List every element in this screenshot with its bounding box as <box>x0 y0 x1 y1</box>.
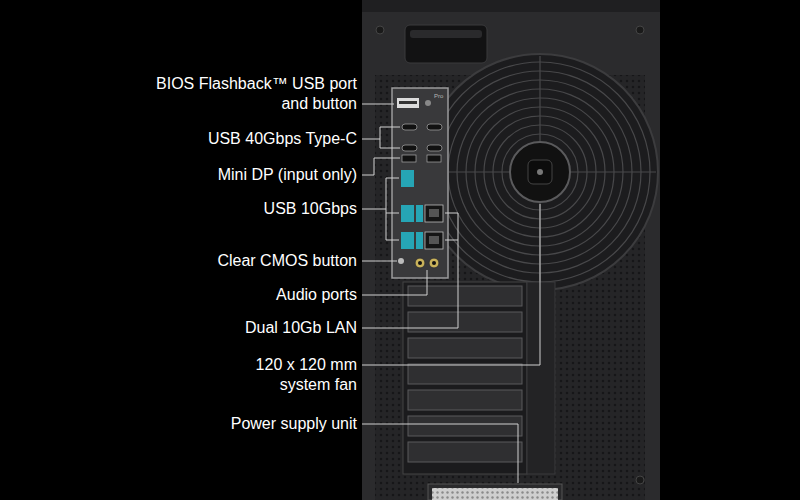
callout-label: Audio ports <box>137 285 357 305</box>
expansion-slots <box>403 282 555 474</box>
power-supply <box>428 484 562 500</box>
screw <box>636 476 644 484</box>
handle <box>405 25 487 63</box>
case-body <box>362 0 660 500</box>
screw <box>636 26 644 34</box>
callout-label: 120 x 120 mm system fan <box>239 355 357 395</box>
case-top <box>362 0 660 12</box>
callout-label: USB 10Gbps <box>137 199 357 219</box>
callout-label: Clear CMOS button <box>137 251 357 271</box>
callout-label: Dual 10Gb LAN <box>137 318 357 338</box>
callout-label: USB 40Gbps Type-C <box>137 129 357 149</box>
handle-highlight <box>410 30 482 38</box>
screw <box>376 26 384 34</box>
io-panel <box>392 88 448 278</box>
leader-lines <box>362 104 540 483</box>
panel-marking: Pro <box>434 93 443 100</box>
callout-label: Power supply unit <box>137 414 357 434</box>
callout-label: Mini DP (input only) <box>137 165 357 185</box>
callout-label: BIOS Flashback™ USB port and button <box>142 74 357 114</box>
